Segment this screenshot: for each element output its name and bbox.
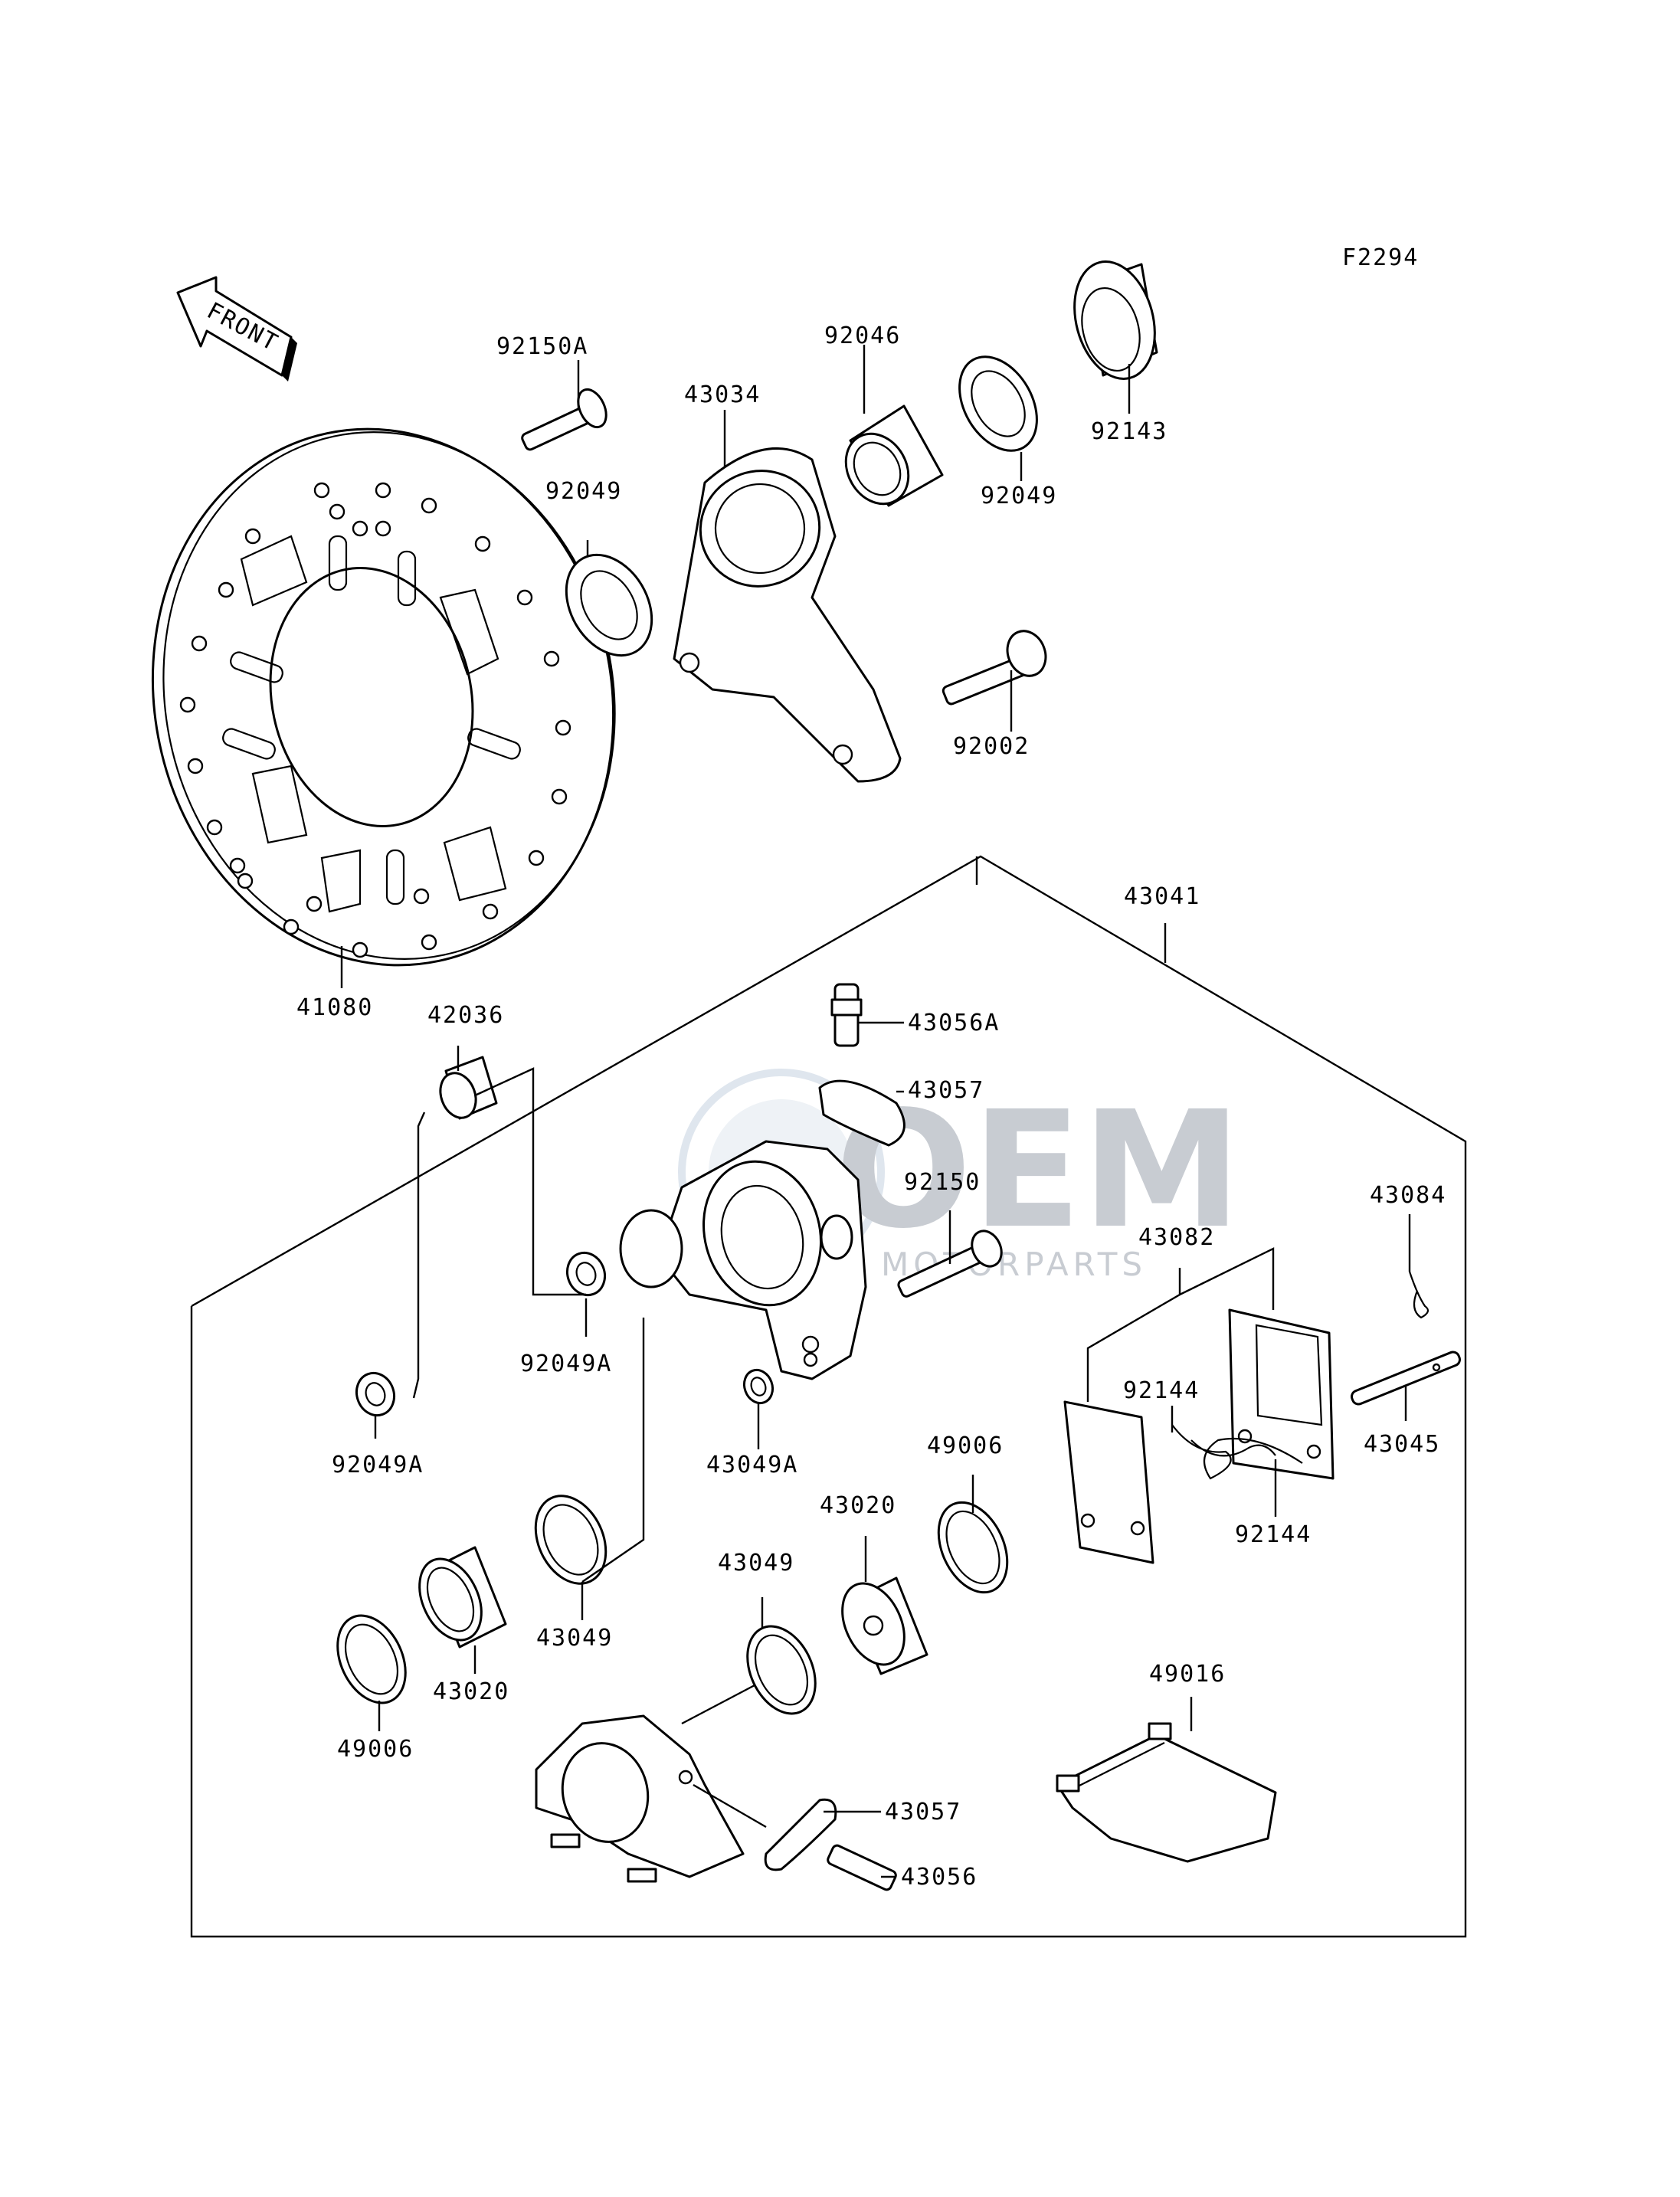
callout-43045: 43045 — [1364, 1431, 1440, 1458]
bleeder-43056A — [830, 983, 863, 1047]
assembly-frame — [190, 855, 1467, 1938]
piston-43020-mid — [841, 1577, 928, 1675]
callout-43020-left: 43020 — [433, 1678, 509, 1705]
callout-labels: 92150A 43034 92046 92143 92049 92049 920… — [296, 323, 1446, 1891]
brake-pads-43082 — [1063, 1308, 1335, 1564]
callout-43020-mid: 43020 — [820, 1492, 896, 1519]
callout-92049-left: 92049 — [545, 478, 622, 505]
seal-92049-top-right — [958, 355, 1038, 452]
callout-92150A: 92150A — [496, 333, 588, 360]
callout-49006-right: 49006 — [927, 1432, 1004, 1459]
seal-92049-left — [565, 553, 653, 657]
callout-43056A: 43056A — [908, 1010, 1000, 1036]
callout-43056: 43056 — [901, 1864, 978, 1891]
bolt-92150 — [897, 1229, 1003, 1298]
diagram-code: F2294 — [1342, 244, 1419, 271]
anti-rattle-springs-92144 — [1171, 1424, 1303, 1480]
callout-92150: 92150 — [904, 1169, 981, 1196]
brake-disc — [151, 427, 616, 967]
callout-43041: 43041 — [1124, 883, 1200, 910]
ring-92049A-mid — [565, 1251, 607, 1297]
leader-lines — [340, 345, 1411, 1878]
pin-43045 — [1351, 1351, 1461, 1406]
ring-43049A — [742, 1368, 775, 1405]
ring-92049A-left — [355, 1371, 396, 1417]
bearing-92046 — [844, 404, 944, 507]
callout-92002: 92002 — [953, 733, 1030, 760]
callout-43057-top: 43057 — [908, 1077, 984, 1104]
caliper-half-lower — [535, 1714, 745, 1883]
callout-49006-left: 49006 — [337, 1736, 414, 1763]
callout-43049-mid: 43049 — [718, 1550, 794, 1577]
cap-43057-bottom — [764, 1798, 837, 1871]
collar-92143 — [1073, 260, 1158, 380]
pad-cover-49016 — [1056, 1722, 1277, 1863]
callout-92144-lower: 92144 — [1235, 1521, 1312, 1548]
clip-43084 — [1408, 1271, 1429, 1319]
seal-43049-mid — [534, 1495, 607, 1585]
callout-43049-left: 43049 — [536, 1625, 613, 1652]
callout-92049A-left: 92049A — [332, 1452, 424, 1478]
watermark-brand: OEM — [835, 1076, 1242, 1264]
front-arrow-icon: FRONT — [176, 276, 297, 381]
seal-49006-left — [336, 1614, 407, 1704]
caliper-body — [619, 1140, 867, 1380]
callout-43057-bottom: 43057 — [885, 1799, 961, 1825]
bolt-92002 — [942, 630, 1047, 706]
callout-92143: 92143 — [1091, 418, 1167, 445]
callout-43082: 43082 — [1138, 1224, 1215, 1251]
callout-92049-top-right: 92049 — [981, 483, 1057, 509]
bolt-92150A — [521, 388, 607, 451]
seal-43049-lower — [746, 1625, 817, 1715]
callout-43034: 43034 — [684, 381, 761, 408]
callout-43049A: 43049A — [706, 1452, 798, 1478]
callout-49016: 49016 — [1149, 1661, 1226, 1688]
callout-92144-upper: 92144 — [1123, 1377, 1200, 1404]
callout-92046: 92046 — [824, 323, 901, 349]
sleeve-42036 — [439, 1056, 498, 1120]
callout-92049A-mid: 92049A — [520, 1351, 612, 1377]
cap-43057-top — [818, 1079, 905, 1147]
callout-42036: 42036 — [427, 1002, 504, 1029]
seal-49006-right — [937, 1501, 1009, 1594]
caliper-bracket-43034 — [673, 447, 902, 783]
callout-43084: 43084 — [1370, 1182, 1446, 1209]
callout-41080: 41080 — [296, 994, 373, 1021]
bleeder-43056 — [827, 1844, 897, 1891]
piston-43020-left — [418, 1546, 507, 1649]
